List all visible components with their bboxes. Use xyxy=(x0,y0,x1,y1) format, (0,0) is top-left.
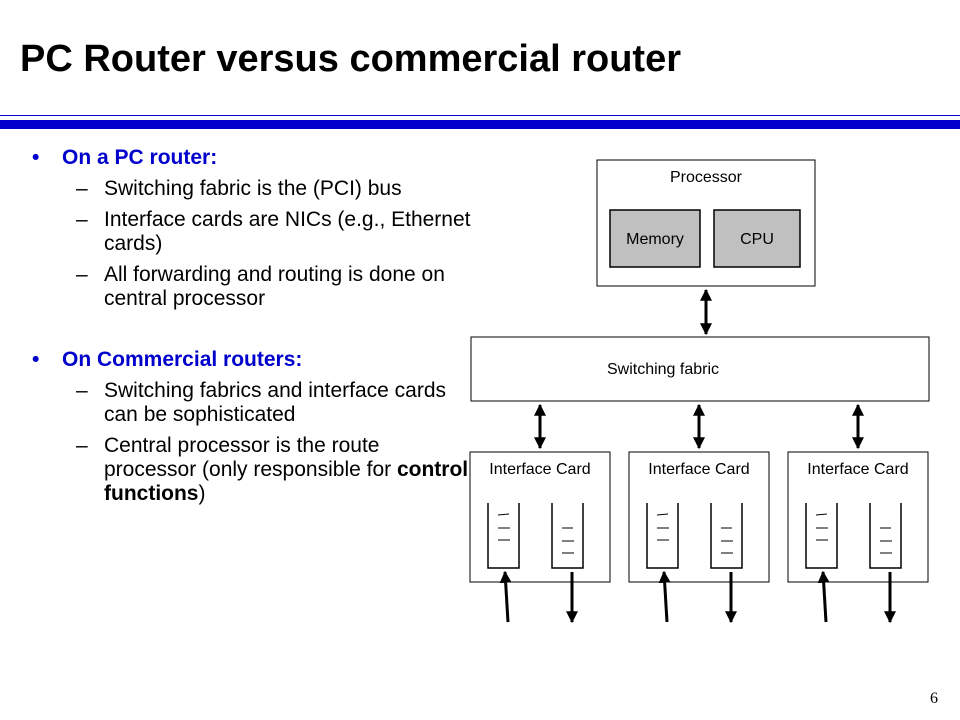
switching-fabric-label: Switching fabric xyxy=(607,361,719,378)
slide-title: PC Router versus commercial router xyxy=(20,38,682,80)
interface-card-label: Interface Card xyxy=(648,461,749,478)
sub-bullet: –All forwarding and routing is done on c… xyxy=(76,263,445,310)
title-rule xyxy=(0,120,960,129)
bullet-pc-router: • On a PC router: xyxy=(32,146,218,169)
processor-label: Processor xyxy=(670,169,743,186)
interface-card-label: Interface Card xyxy=(489,461,590,478)
bullet-dot: • xyxy=(32,146,40,169)
interface-card-2: Interface Card xyxy=(628,451,770,624)
cpu-label: CPU xyxy=(740,231,774,248)
sub-bullet: –Central processor is the route processo… xyxy=(76,434,469,505)
emphasis-text: control functions xyxy=(104,458,469,505)
queue-icon xyxy=(646,503,679,569)
queue-icon xyxy=(551,503,584,569)
queue-icon xyxy=(805,503,838,569)
queue-icon xyxy=(710,503,743,569)
input-arrow xyxy=(817,570,830,623)
sub-bullet: –Interface cards are NICs (e.g., Etherne… xyxy=(76,208,471,255)
sub-bullet: –Switching fabric is the (PCI) bus xyxy=(76,177,402,200)
switching-fabric-box xyxy=(470,336,930,402)
interface-card-3: Interface Card xyxy=(787,451,929,624)
interface-card-label: Interface Card xyxy=(807,461,908,478)
queue-icon xyxy=(487,503,520,569)
sub-bullet: –Switching fabrics and interface cards c… xyxy=(76,379,446,426)
bullet-list: • On a PC router: –Switching fabric is t… xyxy=(32,146,472,513)
cpu-box xyxy=(713,209,801,268)
bullet-dot: • xyxy=(32,348,40,371)
memory-box xyxy=(609,209,701,268)
input-arrow xyxy=(499,570,512,623)
queue-icon xyxy=(869,503,902,569)
bullet-commercial-router: • On Commercial routers: xyxy=(32,348,303,371)
interface-card-1: Interface Card xyxy=(469,451,611,624)
title-rule-thin xyxy=(0,115,960,116)
memory-label: Memory xyxy=(626,231,684,248)
page-number: 6 xyxy=(930,690,938,707)
input-arrow xyxy=(658,570,671,623)
